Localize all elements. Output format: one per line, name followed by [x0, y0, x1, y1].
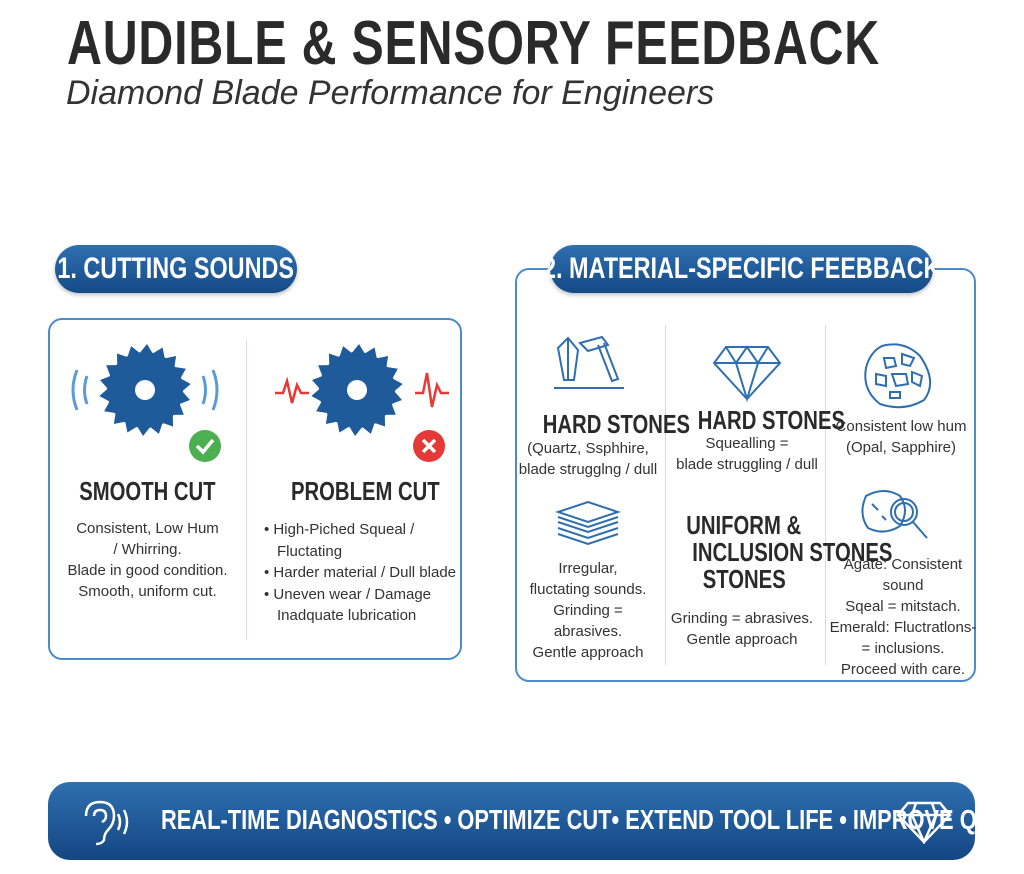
- blade-tooth: [337, 421, 351, 433]
- ear-icon: [84, 800, 129, 846]
- blade-tooth: [312, 375, 323, 390]
- blade-tooth: [374, 413, 386, 427]
- blade-tooth: [328, 353, 340, 367]
- diamond-icon: [712, 345, 782, 403]
- section2-label: 2. MATERIAL-SPECIFIC FEEBBACK: [543, 245, 940, 293]
- smooth-blade-icon: [71, 344, 221, 462]
- blade-tooth: [172, 402, 184, 415]
- blade-tooth: [179, 377, 191, 392]
- blade-tooth: [127, 346, 141, 359]
- blade-tooth: [375, 356, 389, 368]
- blade-tooth: [311, 388, 323, 403]
- divider: [665, 325, 666, 665]
- blade-tooth: [116, 353, 128, 367]
- hard-stones-text-2: Squealling =blade struggling / dull: [676, 435, 818, 473]
- problem-cut-list: • High-Piched Squeal / Fluctating • Hard…: [264, 521, 456, 624]
- divider: [825, 325, 826, 665]
- page-title: AUDIBLE & SENSORY FEEDBACK: [67, 9, 880, 78]
- blade-tooth: [325, 412, 339, 424]
- problem-blade-icon: [275, 344, 449, 462]
- magnifier-inclusion-icon: [861, 490, 928, 539]
- blade-tooth: [149, 421, 163, 434]
- blade-tooth: [151, 347, 165, 359]
- blade-tooth: [137, 426, 151, 436]
- opal-stone-icon: [864, 343, 931, 409]
- banner-text: REAL-TIME DIAGNOSTICS • OPTIMIZE CUT• EX…: [161, 804, 1024, 835]
- blade-tooth: [106, 365, 118, 378]
- blade-tooth: [385, 366, 398, 379]
- smooth-cut-title: SMOOTH CUT: [79, 476, 216, 506]
- layers-icon: [555, 500, 621, 546]
- hard-stones-text-1: (Quartz, Ssphhire,blade strugglng / dull: [518, 440, 658, 478]
- blade-tooth: [361, 421, 375, 434]
- irregular-text: Irregular,fluctating sounds.Grinding = a…: [529, 560, 647, 661]
- page-subtitle: Diamond Blade Performance for Engineers: [66, 74, 715, 112]
- blade-tooth: [363, 347, 377, 359]
- diamond-icon: [896, 801, 952, 844]
- blade-tooth: [100, 375, 111, 390]
- hard-stones-title-2: HARD STONES: [697, 405, 846, 435]
- blade-tooth: [349, 426, 363, 436]
- blade-tooth: [99, 388, 111, 403]
- benefits-banner: REAL-TIME DIAGNOSTICS • OPTIMIZE CUT• EX…: [48, 782, 1024, 860]
- material-feedback-panel: [515, 268, 976, 682]
- section1-label: 1. CUTTING SOUNDS: [55, 245, 297, 293]
- blade-tooth: [163, 356, 177, 368]
- blade-tooth: [139, 344, 153, 354]
- check-icon: [189, 430, 221, 462]
- blade-tooth: [339, 346, 353, 359]
- problem-cut-title: PROBLEM CUT: [290, 476, 440, 506]
- blade-tooth: [384, 402, 396, 415]
- blade-tooth: [113, 412, 127, 424]
- blade-tooth: [391, 390, 402, 405]
- blade-tooth: [316, 401, 329, 414]
- hard-stones-title-1: HARD STONES: [542, 409, 691, 439]
- crystal-hammer-icon: [554, 335, 624, 389]
- blade-tooth: [173, 366, 186, 379]
- blade-tooth: [125, 421, 139, 433]
- blade-tooth: [104, 401, 117, 414]
- smooth-cut-text: Consistent, Low Hum/ Whirring.Blade in g…: [67, 520, 228, 600]
- divider: [246, 340, 247, 640]
- blade-tooth: [179, 390, 190, 405]
- blade-tooth: [318, 365, 330, 378]
- opal-text: Consistent low hum(Opal, Sapphire): [835, 418, 967, 456]
- blade-tooth: [351, 344, 365, 354]
- uniform-inclusion-text: Grinding = abrasives.Gentle approach: [670, 610, 814, 648]
- blade-tooth: [162, 413, 174, 427]
- blade-tooth: [391, 377, 403, 392]
